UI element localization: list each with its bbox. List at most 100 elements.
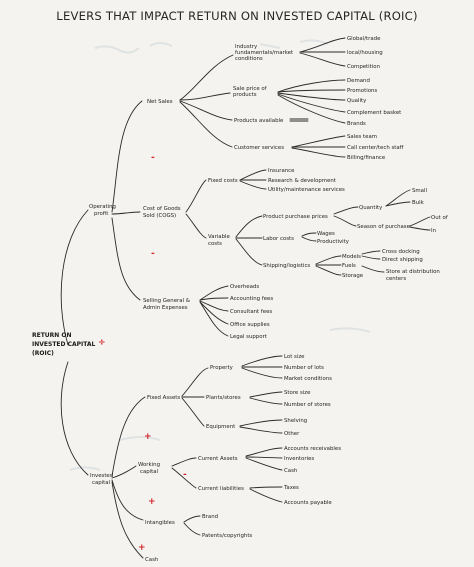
equipment-label: Equipment xyxy=(206,424,235,430)
operating-profit-line-2: profit xyxy=(94,211,108,217)
leaf-other: Other xyxy=(284,431,300,437)
leaf-legal-support: Legal support xyxy=(230,334,267,340)
cogs-line-2: Sold (COGS) xyxy=(143,213,176,219)
leaf-lot-size: Lot size xyxy=(284,354,305,360)
leaf-store-size: Store size xyxy=(284,390,311,396)
shipping-logistics-label: Shipping/logistics xyxy=(263,263,310,269)
intangibles-label: Intangibles xyxy=(145,520,175,526)
fixed-assets-label: Fixed Assets xyxy=(147,395,180,401)
working-capital-line-2: capital xyxy=(140,469,158,475)
leaf-quality: Quality xyxy=(347,98,367,104)
leaf-number-of-lots: Number of lots xyxy=(284,365,324,371)
leaf-storage: Storage xyxy=(342,273,364,279)
leaf-market-conditions: Market conditions xyxy=(284,376,332,382)
leaf-brands: Brands xyxy=(347,121,366,127)
working-capital-node: Working capital xyxy=(138,462,160,475)
sga-line-1: Selling General & xyxy=(143,298,191,304)
invested-capital-line-1: Invested xyxy=(90,473,113,479)
diagram-title: LEVERS THAT IMPACT RETURN ON INVESTED CA… xyxy=(56,9,417,23)
labor-costs-label: Labor costs xyxy=(263,236,294,242)
leaf-office-supplies: Office supplies xyxy=(230,322,270,328)
leaf-complement-basket: Complement basket xyxy=(347,110,401,116)
divide-operator: ÷ xyxy=(98,338,106,348)
leaf-fuels: Fuels xyxy=(342,263,356,269)
variable-costs-node: Variable costs xyxy=(208,234,231,247)
property-label: Property xyxy=(210,365,234,371)
products-available-label: Products available xyxy=(234,118,284,124)
net-sales-label: Net Sales xyxy=(147,99,173,105)
leaf-utility-maintenance: Utility/maintenance services xyxy=(268,187,345,193)
minus-operator-1: - xyxy=(151,153,155,163)
variable-costs-line-1: Variable xyxy=(208,234,231,240)
leaf-global-trade: Global/trade xyxy=(347,36,381,42)
leaf-cross-docking: Cross docking xyxy=(382,249,420,255)
leaf-direct-shipping: Direct shipping xyxy=(382,257,423,263)
leaf-in: In xyxy=(431,228,436,234)
leaf-models: Models xyxy=(342,254,361,260)
background-watermark xyxy=(69,39,371,471)
leaf-small: Small xyxy=(412,188,427,194)
root-line-2: INVESTED CAPITAL xyxy=(32,341,96,348)
leaf-cash-ca: Cash xyxy=(284,468,297,474)
cogs-line-1: Cost of Goods xyxy=(143,206,181,212)
tree-branches xyxy=(60,37,431,559)
leaf-store-distribution-1: Store at distribution xyxy=(386,269,440,275)
leaf-billing-finance: Billing/finance xyxy=(347,155,386,161)
working-capital-line-1: Working xyxy=(138,462,160,468)
current-liabilities-label: Current liabilities xyxy=(198,486,244,492)
cash-label: Cash xyxy=(145,557,158,563)
leaf-brand: Brand xyxy=(202,514,218,520)
industry-line-2: fundamentals/market xyxy=(235,50,293,56)
sale-price-node: Sale price of products xyxy=(233,86,267,98)
quantity-label: Quantity xyxy=(359,205,383,211)
leaf-patents-copyrights: Patents/copyrights xyxy=(202,533,252,539)
fixed-costs-label: Fixed costs xyxy=(208,178,238,184)
sga-node: Selling General & Admin Expenses xyxy=(143,298,191,311)
leaf-competition: Competition xyxy=(347,64,380,70)
root-line-3: (ROIC) xyxy=(32,350,54,357)
leaf-accounts-receivables: Accounts receivables xyxy=(284,446,341,452)
minus-operator-wc: - xyxy=(183,470,187,480)
leaf-insurance: Insurance xyxy=(268,168,295,174)
leaf-inventories: Inventories xyxy=(284,456,314,462)
cogs-node: Cost of Goods Sold (COGS) xyxy=(143,206,181,219)
leaf-call-center: Call center/tech staff xyxy=(347,145,404,151)
leaf-number-of-stores: Number of stores xyxy=(284,402,331,408)
leaf-bulk: Bulk xyxy=(412,200,425,206)
product-purchase-prices-label: Product purchase prices xyxy=(263,214,328,220)
sga-line-2: Admin Expenses xyxy=(143,305,188,311)
season-of-purchase-label: Season of purchase xyxy=(357,224,411,230)
plus-operator-3: + xyxy=(138,543,146,553)
leaf-shelving: Shelving xyxy=(284,418,307,424)
root-line-1: RETURN ON xyxy=(32,332,72,339)
leaf-taxes: Taxes xyxy=(283,485,299,491)
plus-operator-1: + xyxy=(144,432,152,442)
leaf-local-housing: local/housing xyxy=(347,50,383,56)
minus-operator-2: - xyxy=(151,249,155,259)
leaf-accounts-payable: Accounts payable xyxy=(284,500,332,506)
operating-profit-node: Operating profit xyxy=(89,204,116,217)
leaf-consultant-fees: Consultant fees xyxy=(230,309,272,315)
leaf-out-of: Out of xyxy=(431,215,448,221)
leaf-store-distribution-2: centers xyxy=(386,276,406,282)
operating-profit-line-1: Operating xyxy=(89,204,116,210)
leaf-demand: Demand xyxy=(347,78,370,84)
industry-line-3: conditions xyxy=(235,56,263,62)
leaf-accounting-fees: Accounting fees xyxy=(230,296,273,302)
customer-services-label: Customer services xyxy=(234,145,284,151)
leaf-overheads: Overheads xyxy=(230,284,259,290)
industry-line-1: Industry xyxy=(235,44,258,50)
industry-node: Industry fundamentals/market conditions xyxy=(235,44,293,62)
leaf-research-development: Research & development xyxy=(268,178,336,184)
root-node: RETURN ON INVESTED CAPITAL (ROIC) xyxy=(32,332,96,357)
leaf-promotions: Promotions xyxy=(347,88,377,94)
plus-operator-2: + xyxy=(148,497,156,507)
plants-stores-label: Plants/stores xyxy=(206,395,241,401)
variable-costs-line-2: costs xyxy=(208,241,222,247)
leaf-sales-team: Sales team xyxy=(347,134,377,140)
sale-price-line-2: products xyxy=(233,92,257,98)
leaf-productivity: Productivity xyxy=(317,239,350,245)
current-assets-label: Current Assets xyxy=(198,456,238,462)
leaf-wages: Wages xyxy=(317,231,335,237)
